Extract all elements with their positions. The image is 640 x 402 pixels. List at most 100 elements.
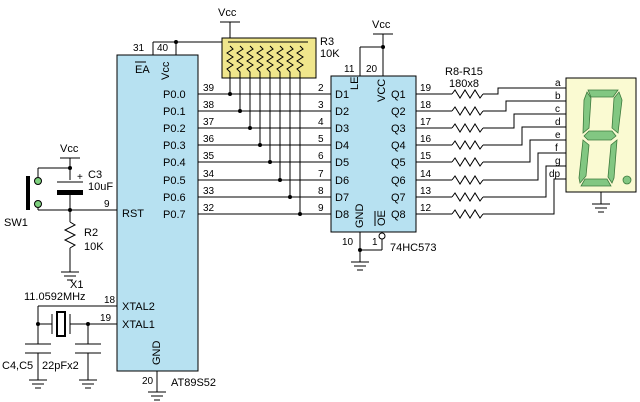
x1-freq: 11.0592MHz [24,291,86,303]
mcu-p0-label: P0.2 [163,123,186,135]
latch-vcc-label: VCC [376,79,388,102]
latch-d-label: D5 [335,157,349,169]
mcu-ea-label: EA [135,64,150,76]
mcu-p0-pin: 38 [203,100,215,111]
latch-d-pin: 4 [318,117,324,128]
mcu-xtal1-label: XTAL1 [122,319,155,331]
mcu-p0-label: P0.1 [163,106,186,118]
latch-d-pin: 2 [318,83,324,94]
sw1-name: SW1 [4,217,28,229]
r2-name: R2 [84,227,98,239]
mcu-p0-pin: 39 [203,83,215,94]
latch-q-pin: 17 [420,117,432,128]
c3-value: 10uF [88,181,113,193]
segment-resistor [451,192,484,202]
rpack-resistor [226,45,234,78]
mcu-p0-label: P0.5 [163,175,186,187]
latch-q-label: Q6 [391,175,406,187]
rpack-resistor [256,45,264,78]
latch-pin-11: 11 [344,64,355,75]
segment-label: e [555,130,561,141]
mcu-p0-label: P0.0 [163,89,186,101]
mcu-pin-20: 20 [142,376,154,387]
caps-name: C4,C5 [2,360,33,372]
segment-resistor [451,209,484,219]
latch-pin-1: 1 [372,237,378,248]
segment-label: d [555,117,561,128]
c3-name: C3 [88,169,102,181]
segment-g [583,130,617,141]
segres-value: 180x8 [449,78,479,90]
latch-q-pin: 19 [420,83,432,94]
latch-q-label: Q8 [391,209,406,221]
segment-resistor [451,140,484,150]
mcu-pin-18: 18 [104,295,116,306]
latch-gnd-label: GND [354,204,366,229]
latch-d-label: D8 [335,209,349,221]
latch-q-pin: 12 [420,203,432,214]
mcu-p0-label: P0.3 [163,140,186,152]
latch-d-pin: 3 [318,100,324,111]
segment-label: c [555,104,560,115]
latch-q-pin: 18 [420,100,432,111]
segment-dp [622,175,632,185]
rpack-resistor [236,45,244,78]
segment-resistor [451,157,484,167]
latch-name: 74HC573 [390,242,436,254]
vcc-label-latch: Vcc [372,19,391,31]
latch-q-pin: 14 [420,169,432,180]
rpack-resistor [276,45,284,78]
segres-name: R8-R15 [445,66,483,78]
latch-d-pin: 7 [318,169,324,180]
latch-q-label: Q5 [391,157,406,169]
segment-c [607,139,618,184]
mcu-pin-19: 19 [100,313,112,324]
r2-value: 10K [84,241,104,253]
switch-contact-top [34,177,42,185]
latch-q-label: Q3 [391,123,406,135]
mcu-body [116,54,199,372]
latch-oe-label: OE [376,210,388,226]
latch-d-label: D4 [335,140,349,152]
caps-value: 22pFx2 [42,360,79,372]
latch-d-label: D6 [335,175,349,187]
latch-pin-20: 20 [366,64,378,75]
mcu-xtal2-label: XTAL2 [122,301,155,313]
mcu-p0-pin: 35 [203,151,215,162]
mcu-p0-pin: 36 [203,134,215,145]
rpack-resistor [286,45,294,78]
latch-d-label: D2 [335,106,349,118]
mcu-p0-pin: 33 [203,186,215,197]
latch-body [330,75,417,233]
segment-label: a [555,78,561,89]
segment-resistor [451,175,484,185]
latch-q-label: Q4 [391,140,406,152]
x1-name: X1 [70,279,83,291]
latch-q-label: Q1 [391,89,406,101]
segment-e [578,139,590,184]
mcu-p0-pin: 37 [203,117,215,128]
latch-le-label: LE [349,77,361,90]
segment-d [580,178,612,187]
rpack-resistor [296,45,304,78]
segment-label: b [555,91,561,102]
c3-plus: + [77,172,83,183]
rpack-name: R3 [320,36,334,48]
segment-f [582,91,592,134]
rpack-value: 10K [320,48,340,60]
mcu-p0-label: P0.6 [163,192,186,204]
mcu-vcc-label: Vcc [160,61,172,80]
latch-q-pin: 16 [420,134,432,145]
latch-d-label: D7 [335,192,349,204]
mcu-rst-label: RST [122,208,144,220]
latch-q-label: Q2 [391,106,406,118]
vcc-label-reset: Vcc [60,143,79,155]
segment-resistor [451,89,484,99]
latch-d-label: D3 [335,123,349,135]
rpack-resistor [266,45,274,78]
mcu-name: AT89S52 [171,377,216,389]
latch-q-pin: 13 [420,186,432,197]
